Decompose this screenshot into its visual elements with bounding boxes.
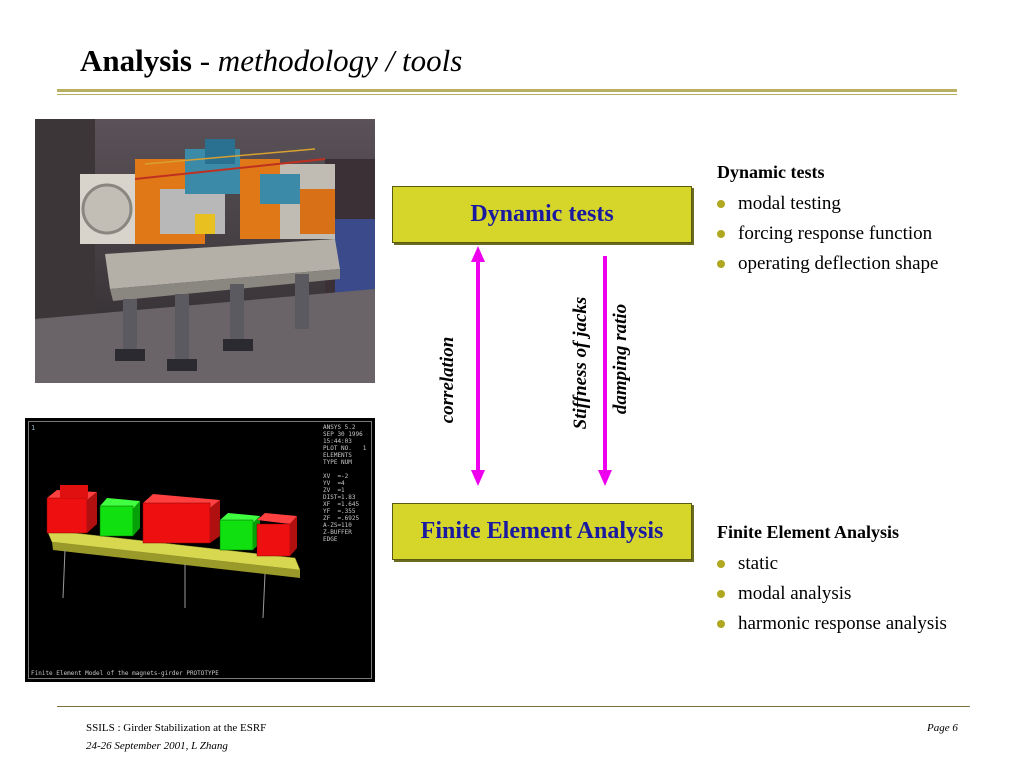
dynamic-tests-list: modal testing forcing response function …	[717, 189, 938, 279]
fea-plot-number: 1	[31, 424, 36, 432]
title-bold: Analysis	[80, 43, 192, 78]
list-item: forcing response function	[717, 219, 938, 249]
arrows-graphic	[471, 246, 612, 486]
correlation-arrow-head-down	[471, 470, 485, 486]
list-item: modal testing	[717, 189, 938, 219]
list-item: modal analysis	[717, 579, 947, 609]
list-item: harmonic response analysis	[717, 609, 947, 639]
fea-heading: Finite Element Analysis	[717, 522, 900, 542]
title-rule	[57, 89, 957, 92]
fea-caption: Finite Element Model of the magnets-gird…	[31, 670, 219, 677]
dynamic-tests-box-label: Dynamic tests	[470, 201, 614, 227]
footer-rule	[57, 706, 970, 707]
bullet-icon	[717, 230, 725, 238]
title-rule-thin	[57, 94, 957, 95]
correlation-arrow-head-up	[471, 246, 485, 262]
slide-title: Analysis - methodology / tools	[80, 42, 462, 80]
bullet-icon	[717, 260, 725, 268]
list-item: static	[717, 549, 947, 579]
title-italic: - methodology / tools	[199, 43, 463, 78]
footer-date-author: 24-26 September 2001, L Zhang	[86, 740, 228, 752]
dynamic-tests-box: Dynamic tests	[392, 186, 692, 243]
list-item: operating deflection shape	[717, 249, 938, 279]
bullet-icon	[717, 200, 725, 208]
stiffness-label: Stiffness of jacks	[570, 296, 591, 430]
page-number: Page 6	[927, 722, 958, 734]
stiffness-arrow-head-down	[598, 470, 612, 486]
correlation-label: correlation	[437, 336, 458, 424]
damping-label: damping ratio	[610, 303, 631, 415]
bullet-icon	[717, 560, 725, 568]
fea-list: static modal analysis harmonic response …	[717, 549, 947, 639]
fea-box-label: Finite Element Analysis	[420, 518, 664, 544]
girder-photo	[35, 119, 375, 383]
fea-model-image: 1 ANSYS 5.2 SEP 30 1996 15:44:03 PLOT NO…	[25, 418, 375, 682]
bullet-icon	[717, 590, 725, 598]
fea-box: Finite Element Analysis	[392, 503, 692, 560]
dynamic-tests-heading: Dynamic tests	[717, 162, 825, 182]
bullet-icon	[717, 620, 725, 628]
fea-plot-info: ANSYS 5.2 SEP 30 1996 15:44:03 PLOT NO. …	[323, 424, 367, 543]
footer-title: SSILS : Girder Stabilization at the ESRF	[86, 722, 267, 734]
